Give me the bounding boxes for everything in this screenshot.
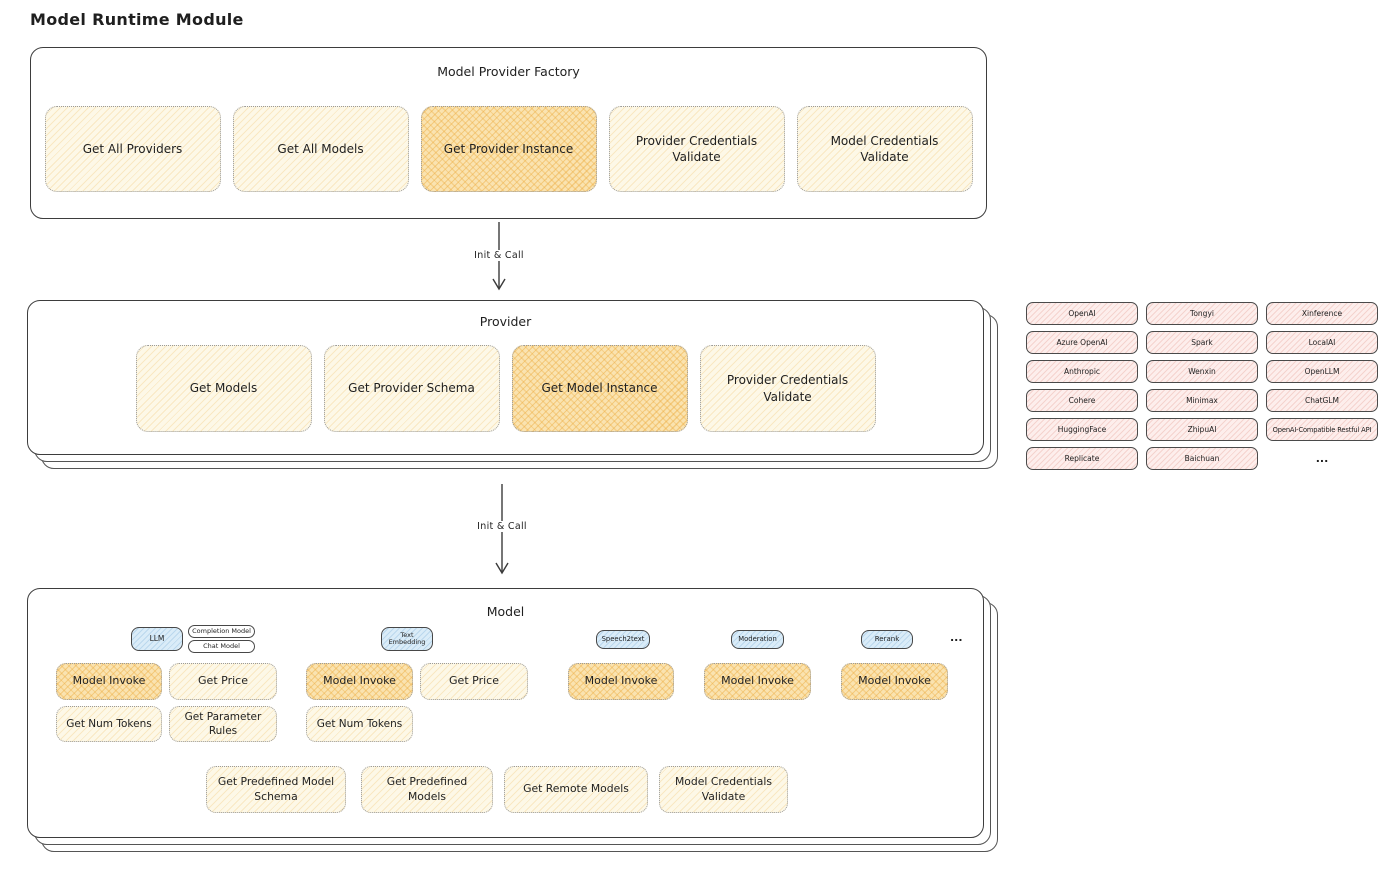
speech2text-model-invoke-button: Model Invoke [568, 663, 674, 700]
embedding-get-price-button: Get Price [420, 663, 528, 700]
moderation-model-invoke-button: Model Invoke [704, 663, 811, 700]
providers-grid: OpenAI Tongyi Xinference Azure OpenAI Sp… [1026, 302, 1378, 470]
factory-box: Model Provider Factory Get All Providers… [30, 47, 987, 219]
provider-chip-huggingface: HuggingFace [1026, 418, 1138, 441]
provider-chip-spark: Spark [1146, 331, 1258, 354]
text-embedding-tag: Text Embedding [381, 627, 433, 651]
get-all-models-button: Get All Models [232, 106, 409, 192]
llm-get-price-button: Get Price [169, 663, 277, 700]
get-predefined-models-button: Get Predefined Models [361, 766, 493, 813]
llm-get-num-tokens-button: Get Num Tokens [56, 706, 162, 742]
init-call-label-2: Init & Call [458, 521, 546, 532]
page-title: Model Runtime Module [30, 10, 244, 29]
llm-tag: LLM [131, 627, 183, 651]
provider-chip-openllm: OpenLLM [1266, 360, 1378, 383]
embedding-get-num-tokens-button: Get Num Tokens [306, 706, 413, 742]
provider-chip-chatglm: ChatGLM [1266, 389, 1378, 412]
provider-chip-baichuan: Baichuan [1146, 447, 1258, 470]
provider-chip-anthropic: Anthropic [1026, 360, 1138, 383]
llm-model-invoke-button: Model Invoke [56, 663, 162, 700]
factory-title: Model Provider Factory [437, 64, 580, 79]
get-models-button: Get Models [135, 345, 312, 432]
model-credentials-validate-button: Model Credentials Validate [796, 106, 973, 192]
get-provider-instance-button: Get Provider Instance [420, 106, 597, 192]
provider-chip-minimax: Minimax [1146, 389, 1258, 412]
provider-chip-wenxin: Wenxin [1146, 360, 1258, 383]
rerank-model-invoke-button: Model Invoke [841, 663, 948, 700]
completion-model-tag: Completion Model [188, 625, 255, 638]
provider-chip-localai: LocalAI [1266, 331, 1378, 354]
chat-model-tag: Chat Model [188, 640, 255, 653]
provider-box: Provider Get Models Get Provider Schema … [27, 300, 984, 455]
model-box: Model LLM Completion Model Chat Model Te… [27, 588, 984, 838]
arrow-down-icon [495, 484, 509, 575]
provider-chip-openai: OpenAI [1026, 302, 1138, 325]
get-predefined-model-schema-button: Get Predefined Model Schema [206, 766, 346, 813]
provider-chip-zhipuai: ZhipuAI [1146, 418, 1258, 441]
model-credentials-validate-button-2: Model Credentials Validate [659, 766, 788, 813]
provider-chip-replicate: Replicate [1026, 447, 1138, 470]
speech2text-tag: Speech2text [596, 630, 650, 649]
model-types-ellipsis: ... [950, 631, 963, 644]
llm-get-parameter-rules-button: Get Parameter Rules [169, 706, 277, 742]
init-call-label-1: Init & Call [455, 250, 543, 261]
provider-credentials-validate-button: Provider Credentials Validate [608, 106, 785, 192]
provider-credentials-validate-button-2: Provider Credentials Validate [699, 345, 876, 432]
provider-chip-openai-compatible: OpenAI-Compatible Restful API [1266, 418, 1378, 441]
rerank-tag: Rerank [861, 630, 913, 649]
embedding-model-invoke-button: Model Invoke [306, 663, 413, 700]
moderation-tag: Moderation [731, 630, 784, 649]
get-all-providers-button: Get All Providers [44, 106, 221, 192]
provider-chip-xinference: Xinference [1266, 302, 1378, 325]
providers-ellipsis: ... [1315, 452, 1329, 465]
model-title: Model [486, 604, 525, 619]
get-model-instance-button: Get Model Instance [511, 345, 688, 432]
provider-chip-tongyi: Tongyi [1146, 302, 1258, 325]
provider-chip-azure-openai: Azure OpenAI [1026, 331, 1138, 354]
provider-title: Provider [479, 314, 532, 329]
get-provider-schema-button: Get Provider Schema [323, 345, 500, 432]
provider-chip-cohere: Cohere [1026, 389, 1138, 412]
get-remote-models-button: Get Remote Models [504, 766, 648, 813]
